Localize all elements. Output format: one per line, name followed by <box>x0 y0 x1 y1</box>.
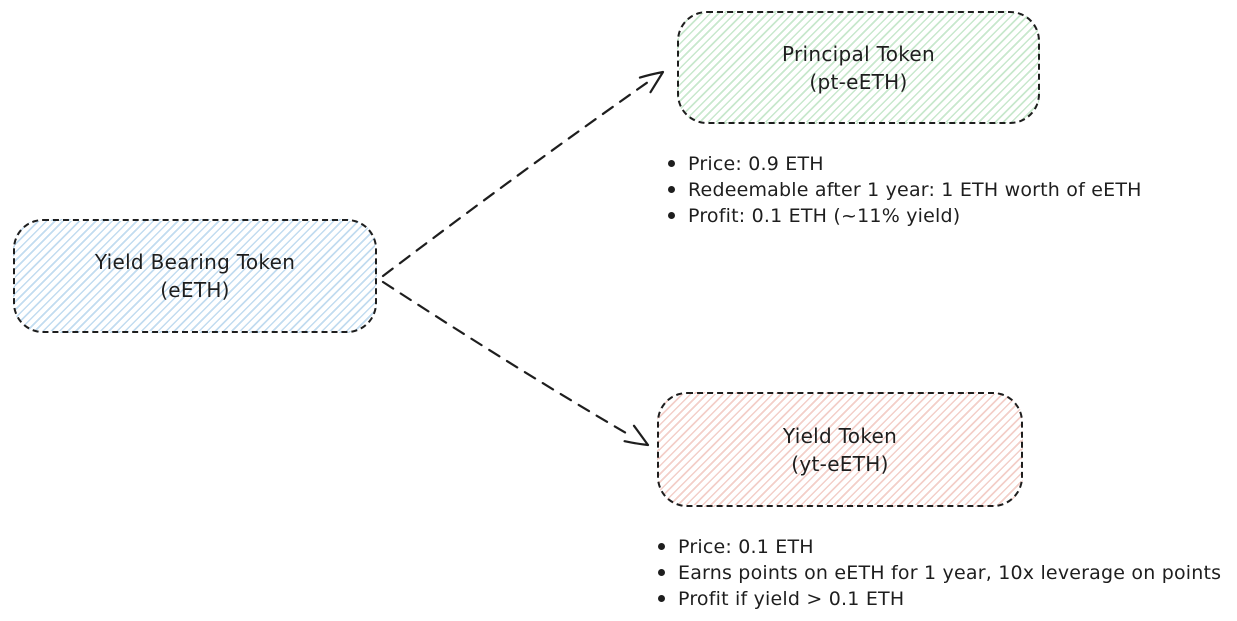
list-item-text: Profit: 0.1 ETH (~11% yield) <box>688 205 961 227</box>
bullet-dot-icon <box>658 543 665 550</box>
node-yield-token: Yield Token (yt-eETH) <box>657 392 1023 507</box>
node-yield-bearing-token: Yield Bearing Token (eETH) <box>13 219 377 333</box>
list-item-text: Redeemable after 1 year: 1 ETH worth of … <box>688 179 1142 201</box>
list-item: Profit if yield > 0.1 ETH <box>652 586 1221 612</box>
list-item: Price: 0.1 ETH <box>652 534 1221 560</box>
node-title: Principal Token <box>782 41 935 66</box>
list-item-text: Price: 0.1 ETH <box>678 536 814 558</box>
list-item: Earns points on eETH for 1 year, 10x lev… <box>652 560 1221 586</box>
list-item-text: Price: 0.9 ETH <box>688 153 824 175</box>
bullet-dot-icon <box>658 569 665 576</box>
bullet-dot-icon <box>658 595 665 602</box>
arrow-yield-bearing-to-principal <box>381 70 665 278</box>
node-title: Yield Bearing Token <box>94 250 296 274</box>
node-principal-token: Principal Token (pt-eETH) <box>677 11 1040 124</box>
principal-token-bullet-list: Price: 0.9 ETH Redeemable after 1 year: … <box>662 151 1142 229</box>
bullet-dot-icon <box>668 186 675 193</box>
list-item: Redeemable after 1 year: 1 ETH worth of … <box>662 177 1142 203</box>
node-title: Yield Token <box>782 423 898 448</box>
list-item-text: Earns points on eETH for 1 year, 10x lev… <box>678 562 1222 584</box>
bullet-dot-icon <box>668 160 675 167</box>
node-subtitle: (pt-eETH) <box>809 69 908 94</box>
bullet-dot-icon <box>668 212 675 219</box>
list-item: Profit: 0.1 ETH (~11% yield) <box>662 203 1142 229</box>
node-subtitle: (eETH) <box>160 278 230 302</box>
list-item: Price: 0.9 ETH <box>662 151 1142 177</box>
list-item-text: Profit if yield > 0.1 ETH <box>678 588 905 610</box>
yield-token-bullet-list: Price: 0.1 ETH Earns points on eETH for … <box>652 534 1221 612</box>
node-subtitle: (yt-eETH) <box>791 451 889 476</box>
arrow-yield-bearing-to-yield-token <box>381 280 650 447</box>
